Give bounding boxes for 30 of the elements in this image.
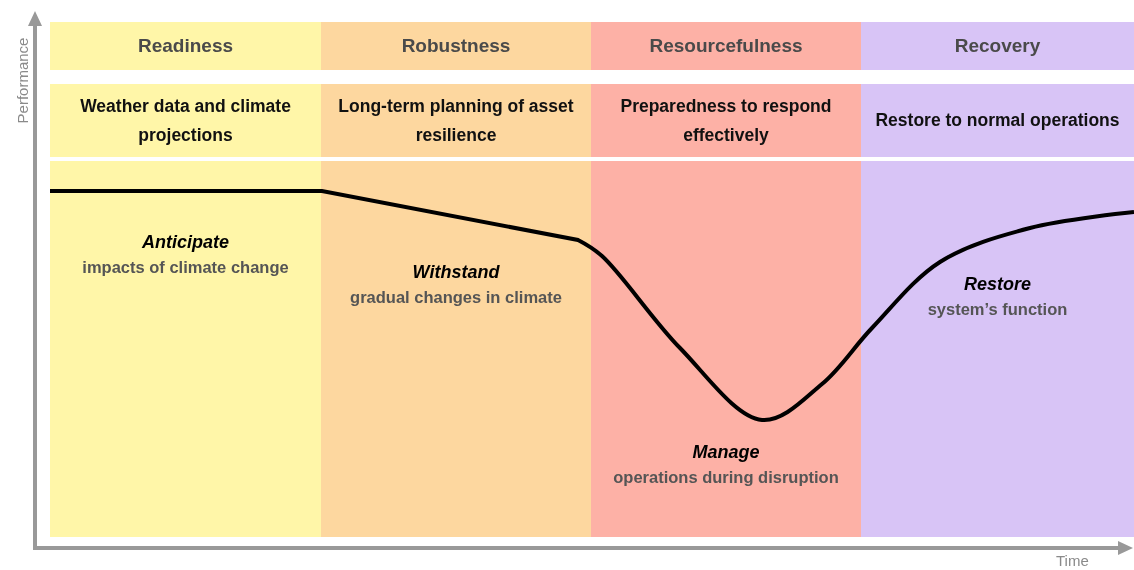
phase-header bbox=[321, 22, 591, 70]
action-detail: system’s function bbox=[926, 299, 1069, 320]
action-verb: Withstand bbox=[412, 261, 500, 284]
phase-summary: Preparedness to respond effectively bbox=[619, 94, 833, 147]
phase-title: Readiness bbox=[137, 35, 233, 57]
phase-description bbox=[591, 84, 861, 157]
phase-title: Robustness bbox=[401, 35, 511, 57]
action-detail: impacts of climate change bbox=[81, 257, 290, 278]
phase-header bbox=[861, 22, 1134, 70]
phase-panel bbox=[321, 161, 591, 537]
phase-title: Resourcefulness bbox=[649, 35, 803, 57]
phase-title: Recovery bbox=[954, 35, 1041, 57]
phase-summary: Restore to normal operations bbox=[875, 109, 1120, 132]
action-verb: Restore bbox=[964, 273, 1031, 296]
phase-panel bbox=[591, 161, 861, 537]
axis-title: Time bbox=[1056, 552, 1089, 569]
phase-summary: Weather data and climate projections bbox=[79, 94, 292, 147]
phase-header bbox=[50, 22, 321, 70]
phase-description bbox=[861, 84, 1134, 157]
action-verb: Anticipate bbox=[142, 231, 229, 254]
phase-panel bbox=[861, 161, 1134, 537]
axis-title: Performance bbox=[14, 37, 32, 124]
phase-header bbox=[591, 22, 861, 70]
action-detail: gradual changes in climate bbox=[349, 287, 563, 308]
phase-description bbox=[50, 84, 321, 157]
phase-panel bbox=[50, 161, 321, 537]
phase-summary: Long-term planning of asset resilience bbox=[337, 94, 575, 147]
phase-description bbox=[321, 84, 591, 157]
action-verb: Manage bbox=[692, 441, 760, 464]
action-detail: operations during disruption bbox=[612, 467, 840, 488]
